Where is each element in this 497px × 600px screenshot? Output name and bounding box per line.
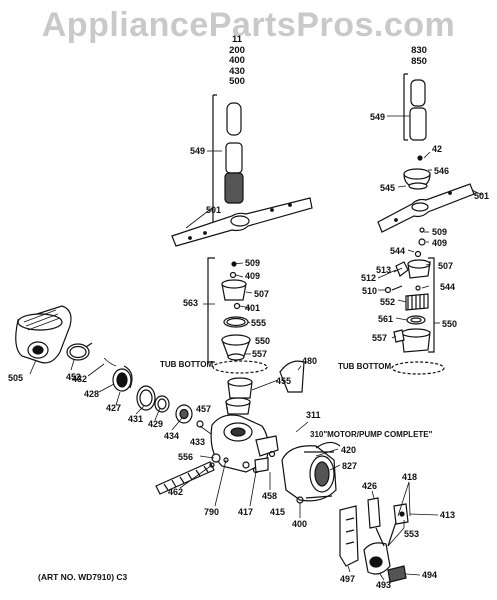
part-label: 557 (372, 333, 388, 343)
part-label: 501 (206, 205, 222, 215)
part-label: 42 (432, 144, 443, 154)
impeller-parts (103, 357, 204, 428)
part-label: 549 (370, 112, 386, 122)
part-label: 555 (251, 318, 267, 328)
hub-assembly-left (207, 257, 251, 363)
watermark: AppliancePartsPros.com (41, 6, 456, 44)
part-label: 494 (422, 570, 438, 580)
model-list-right: 830 850 (404, 45, 434, 67)
part-label: 552 (380, 297, 396, 307)
part-label: 497 (340, 574, 356, 584)
part-label: 415 (270, 507, 286, 517)
drain-housing (15, 305, 72, 364)
part-label: 413 (440, 510, 456, 520)
part-label: 433 (190, 437, 206, 447)
part-label: 429 (148, 419, 164, 429)
hose-clamp (66, 342, 93, 361)
part-label: 549 (190, 146, 206, 156)
part-label: 418 (402, 472, 418, 482)
part-label: 428 (84, 389, 100, 399)
motor-pump-note: 310"MOTOR/PUMP COMPLETE" (310, 430, 433, 439)
part-label: 557 (252, 349, 268, 359)
model-number: 830 (411, 45, 427, 56)
part-label: 409 (432, 238, 448, 248)
part-label: 505 (8, 373, 24, 383)
part-label: 401 (245, 303, 261, 313)
spray-tube-left (212, 94, 244, 233)
part-label: 458 (262, 491, 278, 501)
model-number: 430 (229, 65, 245, 77)
model-number: 500 (229, 76, 245, 87)
part-label: 827 (342, 461, 358, 471)
tub-bottom-label: TUB BOTTOM (160, 360, 214, 369)
model-number: 200 (229, 44, 245, 56)
pump-parts (155, 360, 341, 504)
part-label: 311 (306, 410, 321, 420)
part-label: 493 (376, 580, 392, 590)
part-label: 509 (432, 227, 448, 237)
part-label: 431 (128, 414, 144, 424)
model-number: 400 (229, 55, 245, 66)
part-label: 452 (66, 372, 82, 382)
part-label: 480 (302, 356, 318, 366)
part-label: 545 (380, 183, 396, 193)
part-label: 561 (378, 314, 394, 324)
model-number: 850 (411, 55, 427, 67)
part-label: 432 (72, 374, 88, 384)
part-label: 426 (362, 481, 378, 491)
part-label: 556 (178, 452, 194, 462)
part-label: 434 (164, 431, 180, 441)
part-label: 400 (292, 519, 308, 529)
part-label: 455 (276, 376, 292, 386)
bracket-parts (339, 497, 409, 583)
tub-bottom-label: TUB BOTTOM (338, 362, 392, 371)
part-label: 550 (442, 319, 458, 329)
part-label: 427 (106, 403, 122, 413)
part-label: 507 (438, 261, 454, 271)
part-label: 509 (245, 258, 261, 268)
part-label: 513 (376, 265, 392, 275)
art-number: (ART NO. WD7910) C3 (38, 572, 128, 582)
part-label: 544 (440, 282, 456, 292)
hub-assembly-right (384, 227, 435, 353)
part-label: 550 (255, 336, 271, 346)
part-label: 553 (404, 529, 420, 539)
model-list-left: 11 200 400 430 500 (222, 34, 252, 88)
part-label: 512 (361, 273, 377, 283)
part-label: 420 (341, 445, 357, 455)
part-label: 510 (362, 286, 378, 296)
part-label: 457 (196, 404, 212, 414)
part-label: 563 (183, 298, 199, 308)
part-label: 790 (204, 507, 220, 517)
leader-lines (29, 115, 483, 581)
spray-tube-right (403, 73, 431, 190)
spray-arm-left (171, 197, 313, 247)
part-label: 409 (245, 271, 261, 281)
part-label: 417 (238, 507, 254, 517)
model-number: 11 (231, 34, 243, 45)
tub-bottom-outline-right (391, 361, 445, 375)
tub-bottom-outline-left (212, 360, 268, 374)
spray-arm-right (377, 183, 475, 233)
part-label: 501 (474, 191, 490, 201)
part-label: 507 (254, 289, 270, 299)
part-label: 544 (390, 246, 406, 256)
part-label: 462 (168, 487, 184, 497)
part-label: 546 (434, 166, 450, 176)
